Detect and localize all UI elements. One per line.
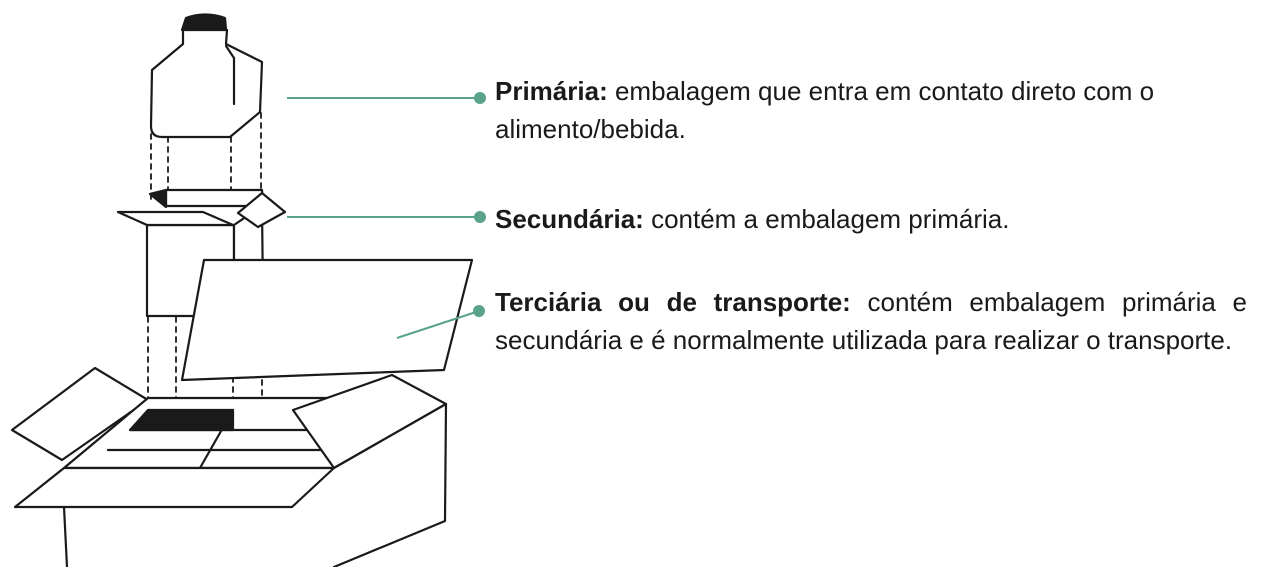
primary-description: embalagem que entra em contato direto co…: [495, 76, 1155, 144]
secondary-term: Secundária:: [495, 204, 644, 234]
leader-line-tertiary: [396, 305, 485, 339]
transport-box-icon: [10, 258, 474, 567]
primary-term: Primária:: [495, 76, 608, 106]
leader-line-primary: [287, 92, 486, 104]
primary-label: Primária: embalagem que entra em contato…: [495, 72, 1247, 148]
leader-line-secondary: [287, 211, 486, 223]
secondary-description: contém a embalagem primária.: [651, 204, 1010, 234]
tertiary-description: contém embalagem primária e secundária e…: [495, 287, 1247, 355]
bottle-icon: [149, 13, 264, 139]
tertiary-term: Terciária ou de transporte:: [495, 287, 851, 317]
secondary-label: Secundária: contém a embalagem primária.: [495, 200, 1247, 238]
tertiary-label: Terciária ou de transporte: contém embal…: [495, 283, 1247, 359]
